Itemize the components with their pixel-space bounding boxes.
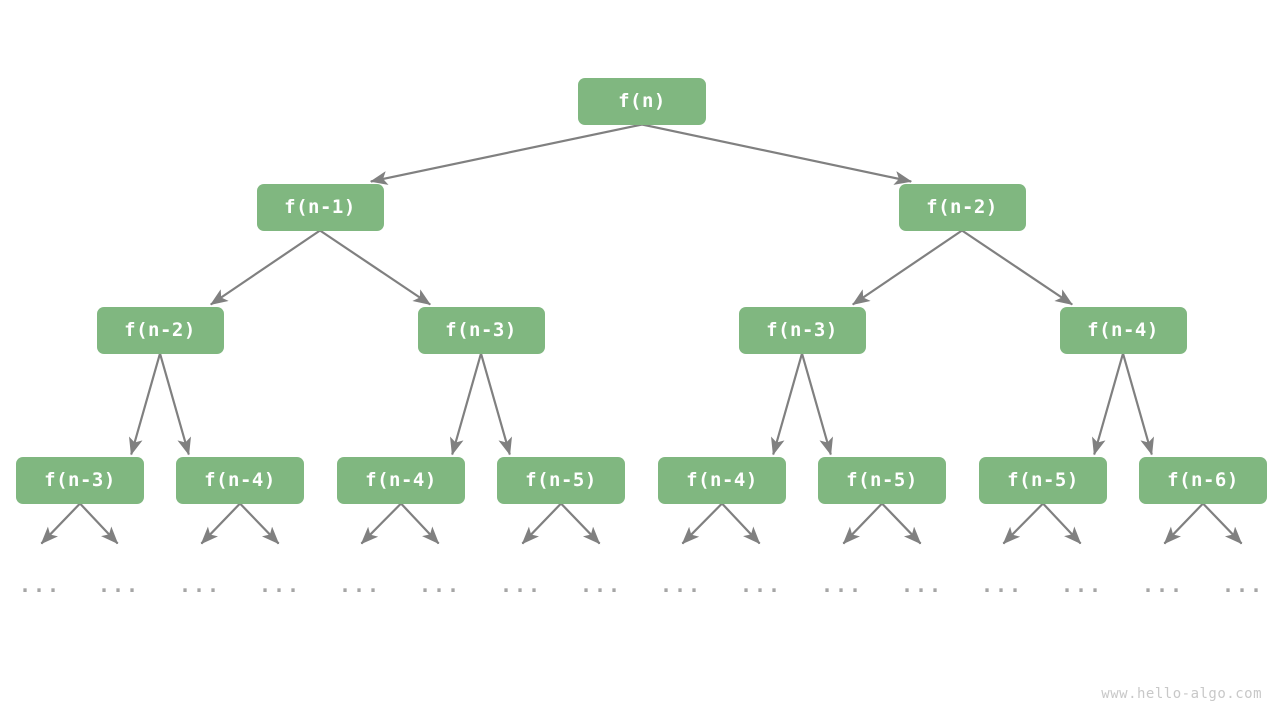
node-label: f(n-4) [686, 469, 758, 491]
ellipsis-marker: ... [1060, 573, 1104, 597]
node-label: f(n-4) [1087, 319, 1159, 341]
leaf-stub-edge [239, 502, 280, 545]
tree-node-fnminus2: f(n-2) [96, 306, 224, 354]
tree-edge [319, 229, 431, 306]
node-label: f(n-4) [204, 469, 276, 491]
tree-node-fnminus5: f(n-5) [979, 456, 1107, 504]
tree-edge [479, 353, 512, 456]
leaf-stub-edge [1002, 502, 1044, 545]
node-label: f(n-5) [846, 469, 918, 491]
tree-node-fnminus3: f(n-3) [738, 306, 866, 354]
tree-node-fnminus4: f(n-4) [1059, 306, 1187, 354]
tree-edge [1092, 353, 1125, 456]
leaf-stub-edges [40, 502, 1243, 545]
ellipsis-marker: ... [18, 573, 62, 597]
leaf-stub-edge [79, 502, 119, 545]
node-label: f(n-3) [445, 319, 517, 341]
leaf-stub-edge [360, 502, 402, 545]
leaf-stub-edge [1042, 502, 1082, 545]
tree-edge [369, 123, 643, 185]
node-label: f(n-2) [124, 319, 196, 341]
leaf-stub-edge [881, 502, 922, 545]
ellipsis-marker: ... [980, 573, 1024, 597]
leaf-stub-edge [560, 502, 601, 545]
leaf-stub-edge [842, 502, 883, 545]
tree-edge [129, 353, 162, 456]
ellipsis-marker: ... [258, 573, 302, 597]
leaf-stub-edge [721, 502, 761, 545]
ellipsis-marker: ... [820, 573, 864, 597]
node-label: f(n-6) [1167, 469, 1239, 491]
tree-edge [961, 229, 1073, 306]
leaf-stub-edge [400, 502, 440, 545]
tree-node-fnminus3: f(n-3) [16, 456, 144, 504]
node-label: f(n-5) [1007, 469, 1079, 491]
ellipsis-marker: ... [659, 573, 703, 597]
tree-edge [450, 353, 483, 456]
leaf-stub-edge [200, 502, 241, 545]
ellipsis-marker: ... [739, 573, 783, 597]
ellipsis-marker: ... [499, 573, 543, 597]
node-label: f(n) [618, 90, 666, 112]
leaf-stub-edge [40, 502, 81, 545]
tree-node-fnminus5: f(n-5) [818, 456, 946, 504]
leaf-stub-edge [521, 502, 562, 545]
tree-edge [771, 353, 804, 456]
ellipsis-marker: ... [1221, 573, 1265, 597]
tree-edge [158, 353, 191, 456]
ellipsis-marker: ... [1141, 573, 1185, 597]
tree-node-fnminus6: f(n-6) [1139, 456, 1267, 504]
tree-node-fnminus3: f(n-3) [417, 306, 545, 354]
leaf-stub-edge [1163, 502, 1204, 545]
leaf-stub-edge [681, 502, 723, 545]
watermark: www.hello-algo.com [1101, 686, 1262, 702]
ellipsis-marker: ... [900, 573, 944, 597]
tree-edge [641, 123, 913, 185]
tree-node-fnminus5: f(n-5) [497, 456, 625, 504]
node-label: f(n-5) [525, 469, 597, 491]
ellipsis-marker: ... [579, 573, 623, 597]
node-label: f(n-3) [44, 469, 116, 491]
tree-node-fn: f(n) [578, 77, 706, 125]
tree-edge [1121, 353, 1154, 456]
tree-edge [852, 229, 963, 306]
tree-node-fnminus4: f(n-4) [176, 456, 304, 504]
node-label: f(n-1) [284, 196, 356, 218]
ellipsis-marker: ... [338, 573, 382, 597]
ellipsis-marker: ... [178, 573, 222, 597]
tree-node-fnminus2: f(n-2) [898, 183, 1026, 231]
tree-edge [800, 353, 833, 456]
ellipsis-marker: ... [97, 573, 141, 597]
node-label: f(n-4) [365, 469, 437, 491]
tree-edge [210, 229, 321, 306]
node-label: f(n-3) [766, 319, 838, 341]
tree-node-fnminus1: f(n-1) [256, 183, 384, 231]
tree-edges [129, 123, 1154, 456]
tree-node-fnminus4: f(n-4) [337, 456, 465, 504]
tree-node-fnminus4: f(n-4) [658, 456, 786, 504]
leaf-stub-edge [1202, 502, 1243, 545]
ellipsis-marker: ... [418, 573, 462, 597]
node-label: f(n-2) [926, 196, 998, 218]
